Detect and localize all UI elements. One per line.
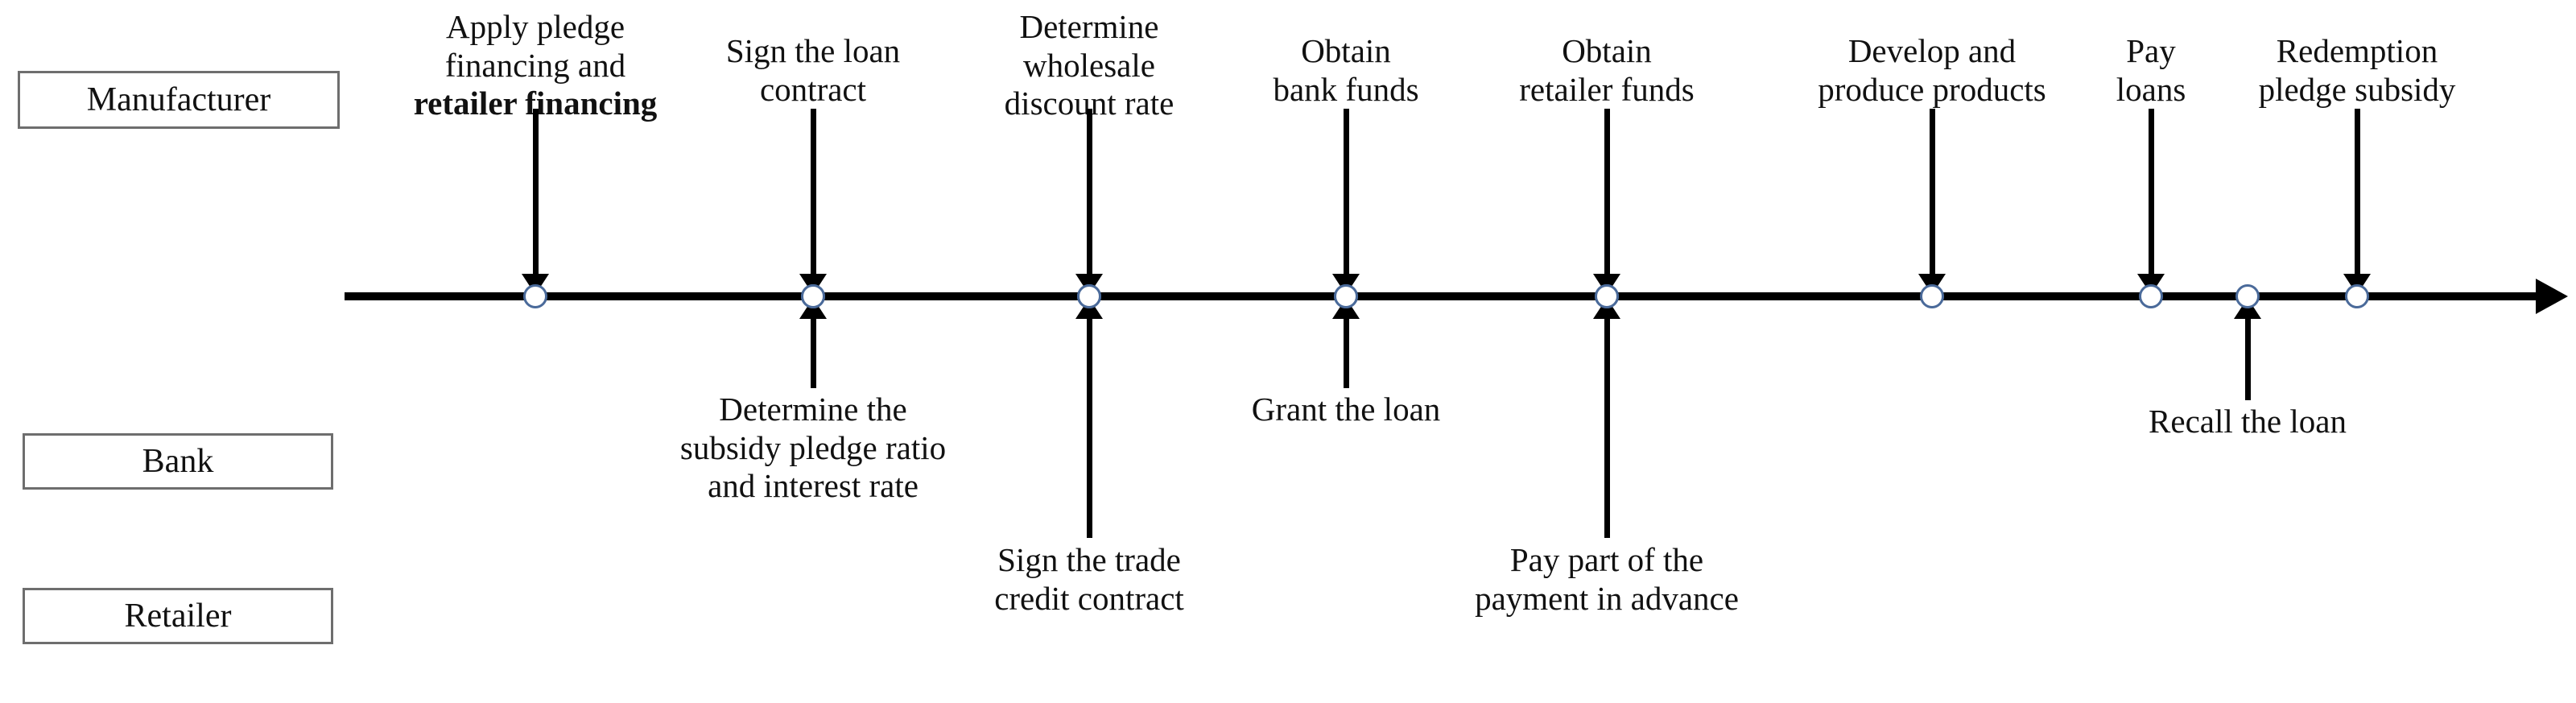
role-box-label: Manufacturer (86, 81, 271, 118)
role-box-bank: Bank (23, 433, 333, 490)
connector-stem-determine-wholesale-discount-rate (1086, 109, 1092, 275)
connector-stem-apply-pledge-financing (532, 109, 539, 275)
timeline-node-determine-subsidy-pledge-ratio[interactable] (801, 284, 825, 308)
caption-line: Pay (2126, 32, 2176, 69)
connector-stem-pay-part-payment-advance (1604, 317, 1610, 538)
timeline-node-grant-the-loan[interactable] (1334, 284, 1358, 308)
caption-line: Pay part of the (1509, 541, 1704, 578)
connector-stem-sign-trade-credit-contract (1086, 317, 1092, 538)
connector-stem-recall-the-loan (2244, 317, 2251, 400)
timeline-axis-line (345, 292, 2536, 300)
timeline-node-recall-the-loan[interactable] (2235, 284, 2260, 308)
role-box-label: Bank (142, 443, 214, 480)
caption-line: Develop and (1847, 32, 2017, 69)
connector-stem-obtain-bank-funds (1343, 109, 1349, 275)
caption-line: wholesale (1023, 46, 1155, 84)
caption-line: Apply pledge (445, 8, 625, 45)
caption-line: retailer funds (1519, 70, 1695, 108)
connector-stem-obtain-retailer-funds (1604, 109, 1610, 275)
role-box-label: Retailer (124, 598, 232, 635)
caption-line: Sign the loan (725, 32, 901, 69)
caption-line: financing and (444, 46, 626, 84)
connector-stem-determine-subsidy-pledge-ratio (810, 317, 816, 388)
connector-stem-redemption-pledge-subsidy (2354, 109, 2360, 275)
caption-line: Recall the loan (2149, 403, 2347, 440)
timeline-node-pay-part-payment-advance[interactable] (1595, 284, 1619, 308)
timeline-arrow-right-icon (2536, 279, 2568, 314)
caption-line: Determine the (719, 391, 907, 428)
timeline-node-sign-trade-credit-contract[interactable] (1077, 284, 1101, 308)
timeline-node-redemption-pledge-subsidy[interactable] (2345, 284, 2369, 308)
caption-line: bank funds (1273, 70, 1419, 108)
event-caption-grant-the-loan: Grant the loan (1252, 391, 1441, 429)
caption-line: loans (2116, 70, 2186, 108)
caption-line: Obtain (1301, 32, 1391, 69)
connector-stem-pay-loans (2148, 109, 2154, 275)
connector-stem-grant-the-loan (1343, 317, 1349, 388)
caption-line: pledge subsidy (2258, 70, 2456, 108)
caption-line: Determine (1019, 8, 1159, 45)
caption-line: produce products (1818, 70, 2046, 108)
caption-line: Sign the trade (997, 541, 1181, 578)
caption-line: Grant the loan (1251, 391, 1441, 428)
caption-line: Redemption (2276, 32, 2438, 69)
caption-line-emphasis: retailer financing (413, 85, 658, 122)
caption-line: payment in advance (1475, 579, 1739, 617)
caption-line: and interest rate (708, 467, 919, 505)
event-caption-recall-the-loan: Recall the loan (2149, 403, 2347, 441)
timeline-node-develop-produce-products[interactable] (1920, 284, 1944, 308)
timeline-node-pay-loans[interactable] (2139, 284, 2163, 308)
caption-line: contract (759, 70, 867, 108)
caption-line: subsidy pledge ratio (679, 428, 947, 466)
timeline-node-apply-pledge-financing[interactable] (523, 284, 547, 308)
connector-stem-develop-produce-products (1929, 109, 1935, 275)
role-box-retailer: Retailer (23, 588, 333, 644)
caption-line: credit contract (994, 579, 1184, 617)
connector-stem-sign-loan-contract (810, 109, 816, 275)
caption-line: discount rate (1004, 85, 1174, 122)
role-box-manufacturer: Manufacturer (18, 71, 340, 129)
caption-line: Obtain (1562, 32, 1652, 69)
